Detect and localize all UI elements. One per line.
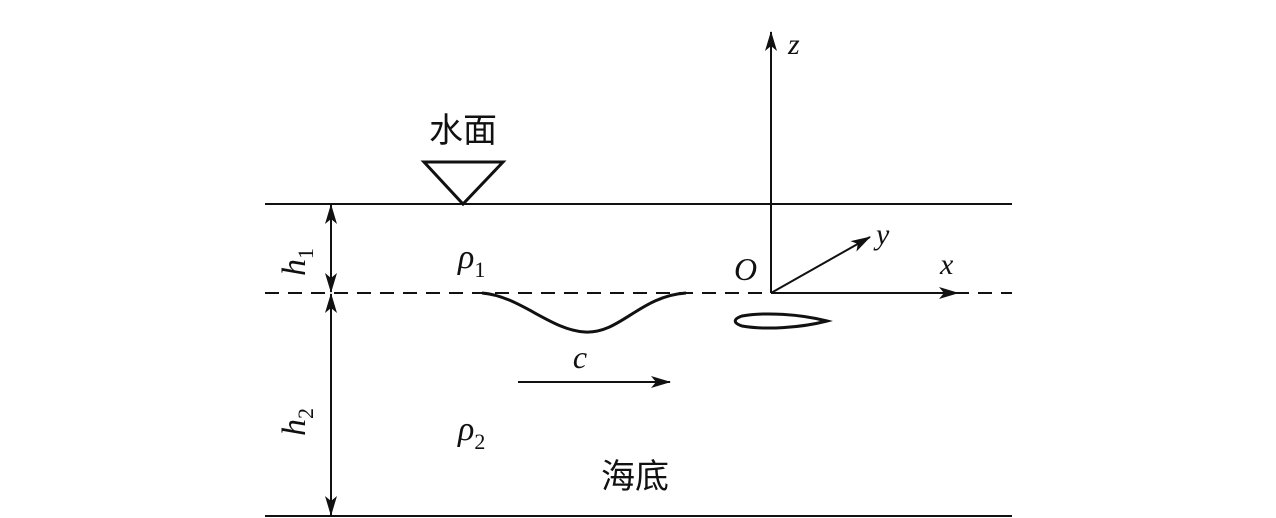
origin-label: O	[734, 251, 757, 287]
water-surface-label: 水面	[429, 111, 497, 151]
wave-speed-label: c	[573, 339, 587, 375]
rho2-label: ρ2	[457, 411, 485, 454]
y-axis-label: y	[873, 218, 890, 251]
water-surface-symbol	[420, 160, 507, 207]
h2-label: h2	[276, 408, 318, 436]
internal-wave-curve	[481, 291, 687, 334]
x-axis-label: x	[939, 248, 954, 281]
z-axis-label: z	[787, 28, 800, 61]
y-axis	[770, 236, 871, 294]
submerged-body	[733, 312, 833, 330]
rho1-label: ρ1	[457, 239, 485, 282]
seabed-label: 海底	[601, 457, 669, 497]
h1-label: h1	[276, 248, 318, 276]
